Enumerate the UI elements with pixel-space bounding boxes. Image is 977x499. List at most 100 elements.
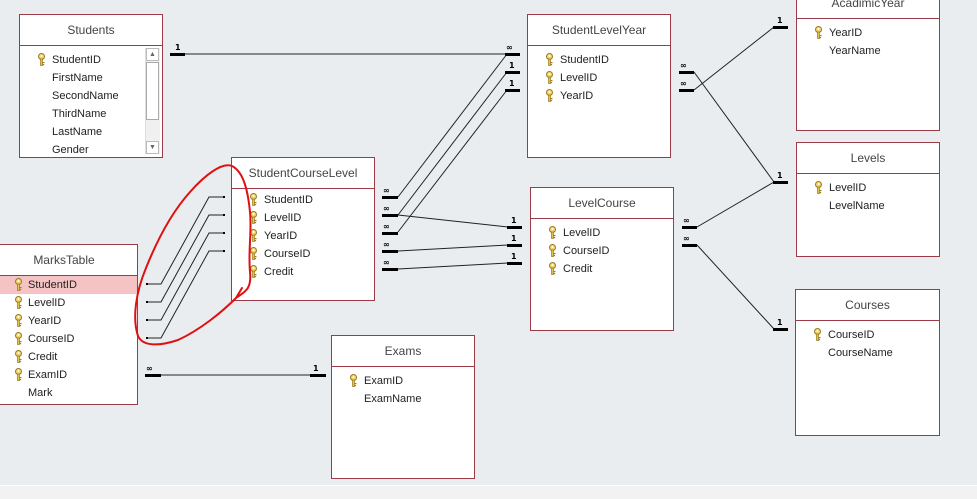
table-title[interactable]: StudentCourseLevel: [232, 158, 374, 189]
chevron-down-icon: ▼: [149, 144, 156, 151]
field-examid[interactable]: ExamID: [0, 366, 137, 384]
table-acadimic-year[interactable]: AcadimicYear YearID YearName: [796, 0, 940, 131]
field-credit[interactable]: Credit: [0, 348, 137, 366]
table-level-course[interactable]: LevelCourse LevelID CourseID Credit: [530, 187, 674, 331]
field-list: YearID YearName: [797, 19, 939, 60]
field-gender[interactable]: Gender: [52, 144, 89, 156]
table-exams[interactable]: Exams ExamID ExamName: [331, 335, 475, 479]
field-yearname[interactable]: YearName: [829, 45, 881, 57]
field-mark[interactable]: Mark: [28, 387, 53, 399]
card-scl-1: ∞: [383, 186, 390, 195]
rel-scl-lc-level[interactable]: [397, 214, 509, 228]
field-levelid[interactable]: LevelID: [0, 294, 137, 312]
table-student-level-year[interactable]: StudentLevelYear StudentID LevelID YearI…: [527, 14, 671, 158]
table-title[interactable]: AcadimicYear: [797, 0, 939, 19]
card-courses-one: 1: [777, 318, 783, 327]
key-icon: [349, 374, 358, 387]
card-scl-4: ∞: [383, 240, 390, 249]
key-icon: [249, 211, 258, 224]
chevron-up-icon: ▲: [149, 51, 156, 58]
field-secondname[interactable]: SecondName: [52, 90, 119, 102]
table-title[interactable]: Levels: [797, 143, 939, 174]
field-examname[interactable]: ExamName: [364, 393, 422, 405]
field-levelid[interactable]: LevelID: [531, 224, 673, 242]
key-icon: [249, 247, 258, 260]
rel-scl-slyear-level[interactable]: [397, 71, 508, 216]
key-icon: [545, 89, 554, 102]
card-sly-out-2: ∞: [680, 79, 687, 88]
table-title[interactable]: MarksTable: [0, 245, 137, 276]
table-title[interactable]: LevelCourse: [531, 188, 673, 219]
key-icon: [14, 332, 23, 345]
field-levelid[interactable]: LevelID: [797, 179, 939, 197]
field-yearid[interactable]: YearID: [232, 227, 374, 245]
scroll-up-button[interactable]: ▲: [146, 48, 159, 61]
status-bar: [0, 485, 977, 499]
card-scl-3: ∞: [383, 222, 390, 231]
key-icon: [813, 328, 822, 341]
table-marks-table[interactable]: MarksTable StudentID LevelID YearID Cour…: [0, 244, 138, 405]
key-icon: [14, 278, 23, 291]
table-students[interactable]: Students StudentID FirstName SecondName …: [19, 14, 163, 158]
field-studentid[interactable]: StudentID: [20, 51, 162, 69]
field-list: LevelID CourseID Credit: [531, 219, 673, 278]
card-lc-out-1: ∞: [683, 216, 690, 225]
table-levels[interactable]: Levels LevelID LevelName: [796, 142, 940, 257]
table-student-course-level[interactable]: StudentCourseLevel StudentID LevelID Yea…: [231, 157, 375, 301]
table-title[interactable]: Students: [20, 15, 162, 46]
key-icon: [548, 226, 557, 239]
field-courseid[interactable]: CourseID: [531, 242, 673, 260]
table-title[interactable]: Exams: [332, 336, 474, 367]
rel-marks-scl-level[interactable]: [147, 214, 224, 303]
key-icon: [814, 181, 823, 194]
field-yearid[interactable]: YearID: [528, 87, 670, 105]
key-icon: [545, 53, 554, 66]
field-list: LevelID LevelName: [797, 174, 939, 215]
scroll-thumb[interactable]: [146, 62, 159, 120]
rel-lc-courses[interactable]: [696, 244, 775, 330]
field-levelid[interactable]: LevelID: [528, 69, 670, 87]
rel-scl-lc-credit[interactable]: [397, 262, 509, 270]
field-lastname[interactable]: LastName: [52, 126, 103, 138]
field-yearid[interactable]: YearID: [797, 24, 939, 42]
field-levelname[interactable]: LevelName: [829, 200, 885, 212]
field-coursename[interactable]: CourseName: [828, 347, 893, 359]
rel-marks-scl-year[interactable]: [147, 232, 224, 321]
field-examid[interactable]: ExamID: [332, 372, 474, 390]
rel-sly-levels[interactable]: [693, 71, 775, 183]
card-students-one: 1: [175, 43, 181, 52]
key-icon: [548, 262, 557, 275]
field-courseid[interactable]: CourseID: [232, 245, 374, 263]
field-list: CourseID CourseName: [796, 321, 939, 362]
rel-scl-slyear-student[interactable]: [397, 53, 508, 198]
field-levelid[interactable]: LevelID: [232, 209, 374, 227]
table-title[interactable]: StudentLevelYear: [528, 15, 670, 46]
key-icon: [249, 229, 258, 242]
rel-marks-scl-course[interactable]: [147, 250, 224, 339]
field-credit[interactable]: Credit: [531, 260, 673, 278]
rel-lc-levels[interactable]: [696, 181, 775, 228]
field-yearid[interactable]: YearID: [0, 312, 137, 330]
field-studentid[interactable]: StudentID: [232, 191, 374, 209]
vertical-scrollbar[interactable]: ▲ ▼: [145, 48, 160, 154]
field-studentid-selected[interactable]: StudentID: [0, 276, 137, 294]
field-courseid[interactable]: CourseID: [0, 330, 137, 348]
card-exams-one: 1: [313, 364, 319, 373]
card-sly-level: 1: [509, 61, 515, 70]
table-title[interactable]: Courses: [796, 290, 939, 321]
field-courseid[interactable]: CourseID: [796, 326, 939, 344]
field-credit[interactable]: Credit: [232, 263, 374, 281]
rel-sly-acyear[interactable]: [693, 26, 775, 91]
rel-scl-lc-course[interactable]: [397, 244, 509, 252]
rel-scl-slyear-year[interactable]: [397, 89, 508, 233]
field-firstname[interactable]: FirstName: [52, 72, 103, 84]
field-list: StudentID LevelID YearID: [528, 46, 670, 105]
key-icon: [14, 314, 23, 327]
rel-marks-scl-student[interactable]: [147, 196, 224, 285]
scroll-down-button[interactable]: ▼: [146, 141, 159, 154]
table-courses[interactable]: Courses CourseID CourseName: [795, 289, 940, 436]
field-studentid[interactable]: StudentID: [528, 51, 670, 69]
field-thirdname[interactable]: ThirdName: [52, 108, 107, 120]
field-list: StudentID LevelID YearID CourseID Credit…: [0, 276, 137, 402]
key-icon: [249, 193, 258, 206]
